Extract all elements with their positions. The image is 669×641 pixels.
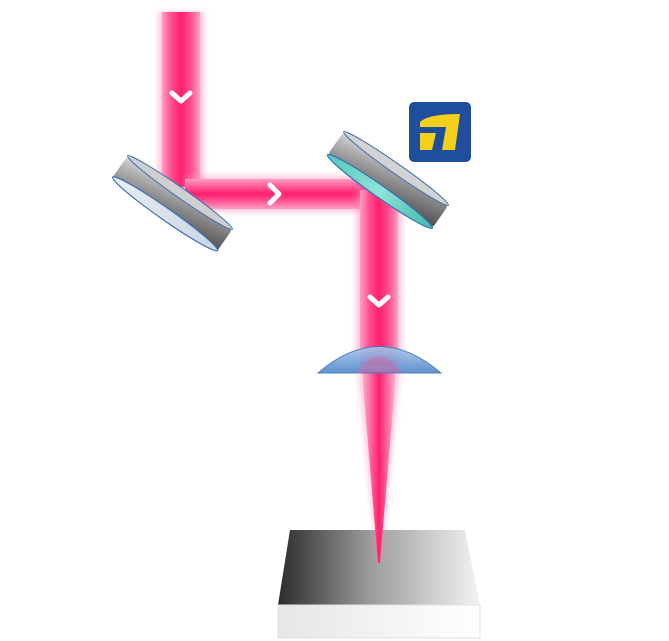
focusing-lens [316, 346, 443, 374]
chevron-arrow-icon [267, 182, 282, 206]
turning-mirror-1 [111, 155, 234, 252]
downward-beam [356, 190, 402, 365]
turning-mirror-2 [326, 131, 450, 230]
chevron-arrow-icon [169, 90, 193, 104]
focused-beam [358, 372, 400, 563]
workpiece-block [277, 530, 481, 639]
chevron-arrow-icon [367, 294, 391, 308]
brand-logo-icon [409, 102, 471, 162]
